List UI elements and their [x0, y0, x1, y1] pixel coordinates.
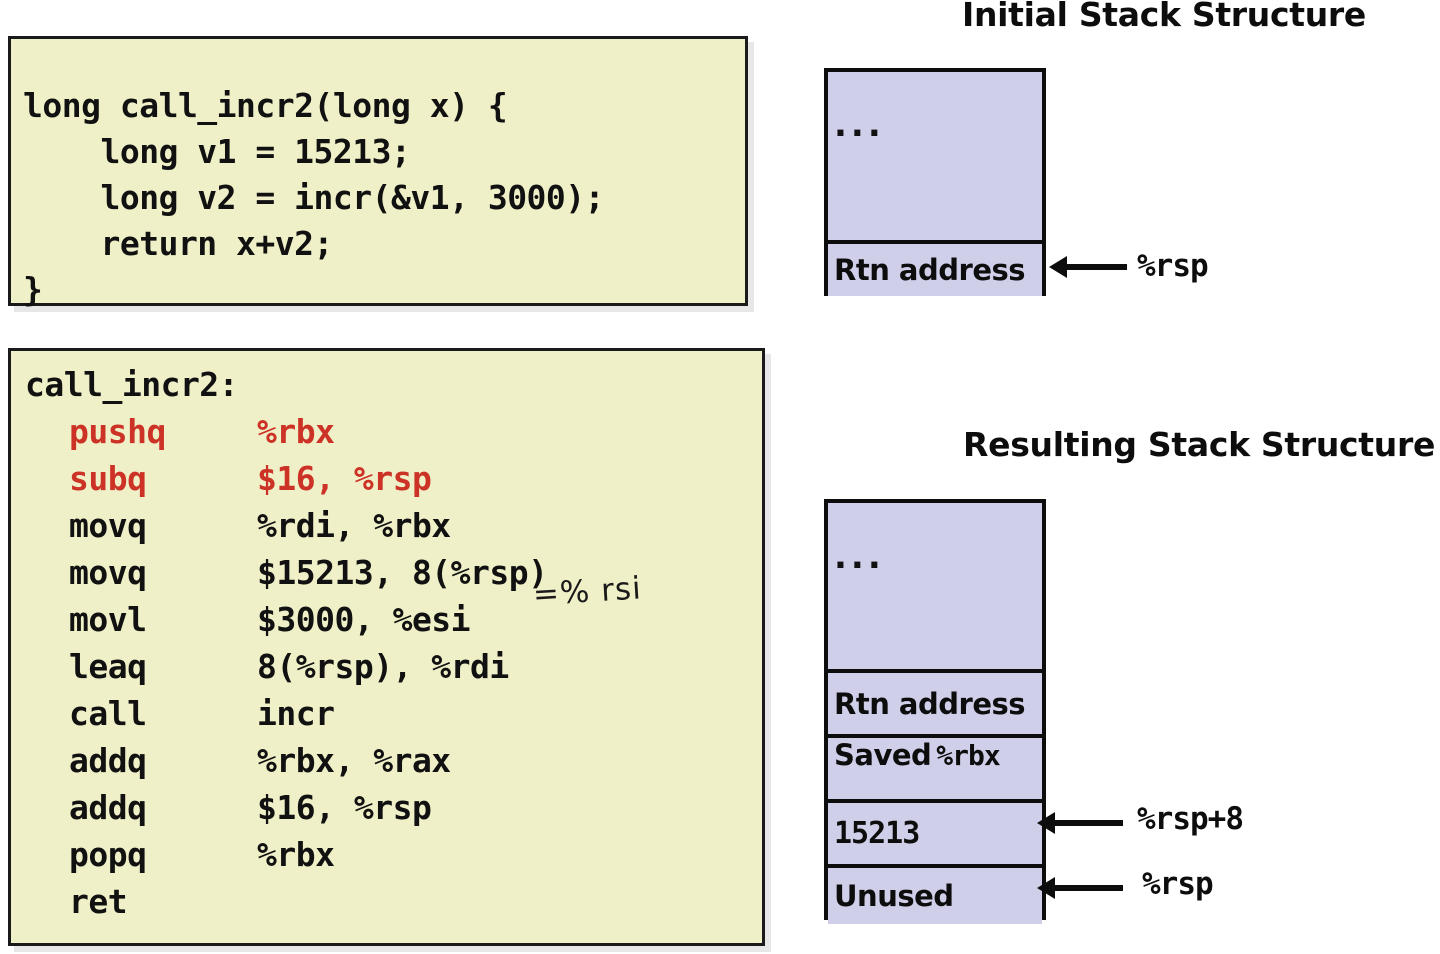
stack-cell-label: Rtn address: [834, 686, 1026, 721]
assembly-mnemonic: addq: [69, 788, 147, 827]
assembly-instruction-row: popq %rbx: [11, 835, 762, 882]
assembly-mnemonic: leaq: [69, 647, 147, 686]
assembly-operands: 8(%rsp), %rdi: [257, 647, 509, 686]
stack-cell-label: 15213: [834, 816, 920, 851]
ellipsis-glyph: ...: [834, 105, 885, 145]
stack-cell-saved-rbx: Saved %rbx: [828, 734, 1042, 799]
c-source-code-panel: long call_incr2(long x) { long v1 = 1521…: [8, 36, 748, 309]
assembly-operands: $16, %rsp: [257, 459, 432, 498]
pointer-label-rsp: %rsp: [1142, 866, 1214, 902]
c-source-line: }: [23, 270, 43, 309]
pointer-arrow-rsp: [1037, 877, 1123, 899]
assembly-code-panel: call_incr2: pushq %rbx subq $16, %rsp mo…: [8, 348, 765, 946]
assembly-instruction-row: pushq %rbx: [11, 412, 762, 459]
pointer-arrow-rsp: [1049, 256, 1127, 278]
assembly-instruction-row: addq $16, %rsp: [11, 788, 762, 835]
assembly-instruction-row: ret: [11, 882, 762, 929]
assembly-mnemonic: movq: [69, 553, 147, 592]
assembly-instruction-row: movq %rdi, %rbx: [11, 506, 762, 553]
assembly-instruction-row: leaq 8(%rsp), %rdi: [11, 647, 762, 694]
assembly-operands: %rbx, %rax: [257, 741, 451, 780]
stack-cell-label: Saved: [834, 738, 932, 772]
stack-cell-ellipsis: ...: [828, 72, 1042, 240]
pointer-label-rsp: %rsp: [1137, 248, 1209, 284]
assembly-operands: incr: [257, 694, 335, 733]
handwritten-annotation: =% rsi: [531, 570, 643, 613]
assembly-operands: %rdi, %rbx: [257, 506, 451, 545]
assembly-mnemonic: movq: [69, 506, 147, 545]
stack-cell-rtn-address: Rtn address: [828, 669, 1042, 734]
c-source-line: long call_incr2(long x) {: [23, 86, 508, 125]
assembly-instruction-row: movq $15213, 8(%rsp): [11, 553, 762, 600]
c-source-line: long v1 = 15213;: [23, 132, 411, 171]
stack-cell-ellipsis: ...: [828, 503, 1042, 669]
stack-cell-register: %rbx: [936, 739, 1000, 772]
assembly-mnemonic: subq: [69, 459, 147, 498]
resulting-stack-diagram: ... Rtn address Saved %rbx 15213 Unused: [824, 499, 1046, 924]
assembly-operands: %rbx: [257, 412, 335, 451]
assembly-operands: $3000, %esi: [257, 600, 471, 639]
assembly-instruction-row: movl $3000, %esi: [11, 600, 762, 647]
c-source-line: long v2 = incr(&v1, 3000);: [23, 178, 605, 217]
assembly-instruction-row: addq %rbx, %rax: [11, 741, 762, 788]
assembly-mnemonic: pushq: [69, 412, 166, 451]
stack-cell-unused: Unused: [828, 864, 1042, 924]
stack-cell-label: Unused: [834, 879, 954, 913]
assembly-instruction-row: subq $16, %rsp: [11, 459, 762, 506]
assembly-label-row: call_incr2:: [11, 365, 762, 412]
assembly-function-label: call_incr2:: [25, 365, 239, 404]
assembly-operands: %rbx: [257, 835, 335, 874]
assembly-instruction-row: call incr: [11, 694, 762, 741]
initial-stack-title: Initial Stack Structure: [962, 0, 1366, 34]
stack-cell-value-15213: 15213: [828, 799, 1042, 864]
pointer-arrow-rsp-plus-8: [1037, 812, 1123, 834]
assembly-mnemonic: movl: [69, 600, 147, 639]
assembly-mnemonic: addq: [69, 741, 147, 780]
resulting-stack-title: Resulting Stack Structure: [963, 425, 1436, 464]
assembly-mnemonic: call: [69, 694, 147, 733]
assembly-operands: $16, %rsp: [257, 788, 432, 827]
c-source-line: return x+v2;: [23, 224, 333, 263]
assembly-mnemonic: ret: [69, 882, 128, 921]
stack-cell-rtn-address: Rtn address: [828, 240, 1042, 296]
stack-cell-label: Rtn address: [834, 253, 1026, 287]
initial-stack-diagram: ... Rtn address: [824, 68, 1046, 296]
ellipsis-glyph: ...: [834, 537, 885, 577]
assembly-mnemonic: popq: [69, 835, 147, 874]
pointer-label-rsp-plus-8: %rsp+8: [1137, 801, 1244, 837]
assembly-operands: $15213, 8(%rsp): [257, 553, 548, 592]
